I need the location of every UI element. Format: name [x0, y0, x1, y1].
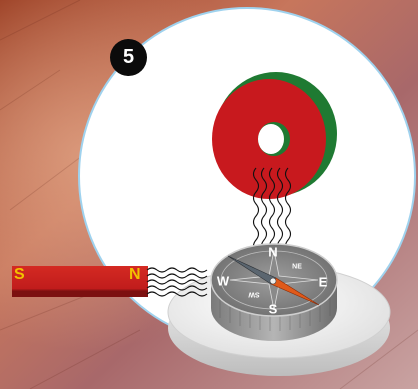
- bar-magnet-icon: [12, 266, 148, 297]
- compass-southwest-label: SW: [248, 291, 259, 298]
- compass-north-label: N: [268, 246, 277, 259]
- compass-northeast-label: NE: [292, 264, 302, 271]
- step-number-badge: 5: [110, 39, 147, 76]
- compass-east-label: E: [319, 276, 328, 289]
- compass-south-label: S: [269, 303, 278, 316]
- compass-west-label: W: [217, 275, 229, 288]
- bar-magnet-south-label: S: [14, 266, 25, 284]
- bar-magnet-north-label: N: [129, 266, 141, 284]
